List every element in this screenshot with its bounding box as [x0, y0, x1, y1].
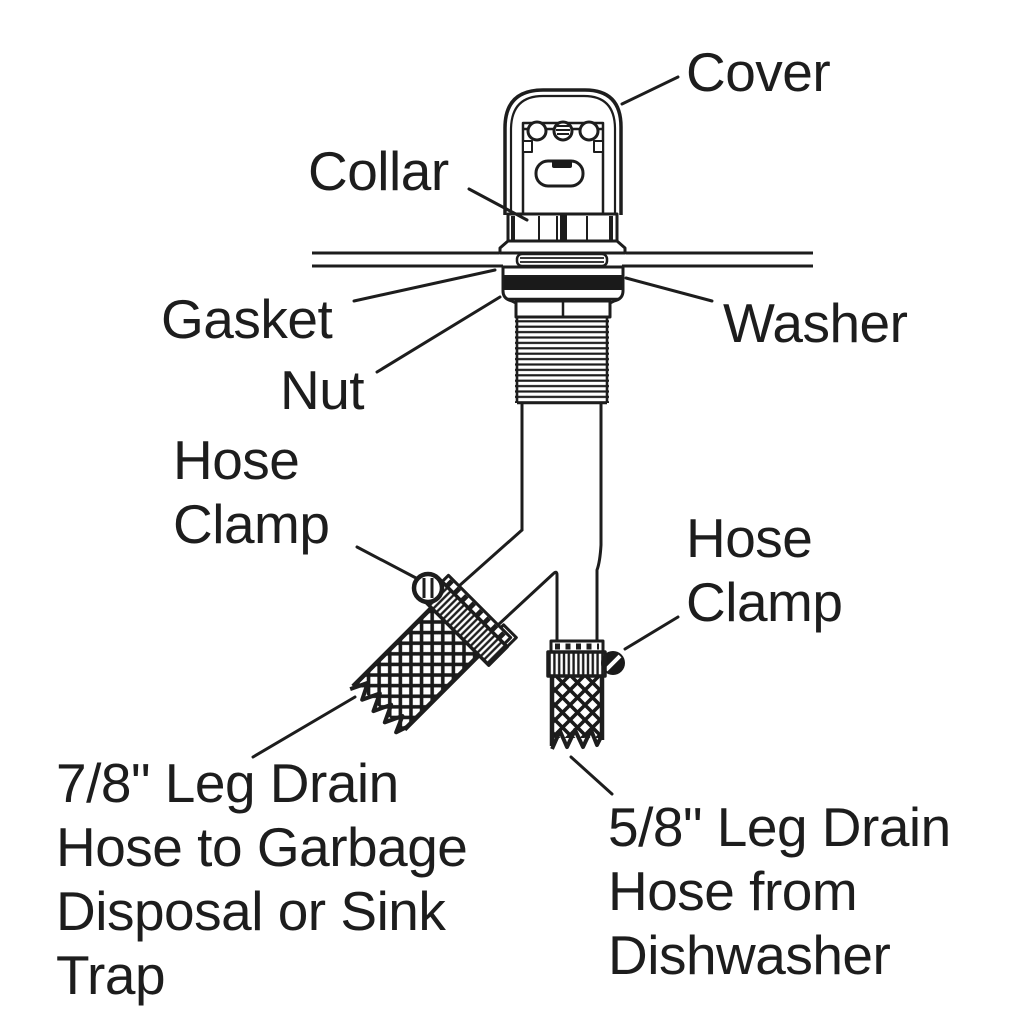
hose-braid-end — [550, 728, 604, 750]
label-collar: Collar — [308, 140, 449, 202]
label-hose-clamp-right: Hose Clamp — [686, 507, 843, 633]
countertop-lines — [312, 251, 813, 268]
leader-hose-clamp-right — [623, 615, 680, 651]
cover-vent-stripes — [556, 125, 570, 135]
leader-leg-58 — [569, 755, 614, 796]
leader-lines — [251, 75, 714, 796]
hose-clamp-right-part — [546, 639, 625, 750]
leader-hose-clamp-left — [355, 545, 418, 580]
label-nut: Nut — [280, 359, 365, 421]
leader-cover — [620, 75, 680, 106]
leader-leg-78 — [251, 695, 357, 759]
label-gasket: Gasket — [161, 288, 333, 350]
hose-clamp-left-part — [349, 573, 518, 735]
leader-gasket — [352, 268, 497, 303]
label-leg-drain-58: 5/8" Leg Drain Hose from Dishwasher — [608, 796, 951, 986]
label-washer: Washer — [723, 292, 908, 354]
leader-nut — [375, 295, 502, 374]
collar-part — [498, 212, 627, 255]
washer-nut-mount — [501, 265, 625, 319]
collar-ribs — [511, 215, 613, 240]
hose-braid-end — [349, 680, 409, 735]
gasket-part — [515, 252, 609, 268]
leader-washer — [624, 276, 714, 303]
pipe-body — [457, 401, 603, 648]
label-leg-drain-78: 7/8" Leg Drain Hose to Garbage Disposal … — [56, 752, 468, 1006]
hose-clamp-left-screw — [411, 571, 445, 605]
cover-part — [503, 88, 623, 215]
label-cover: Cover — [686, 41, 831, 103]
threaded-shank — [515, 318, 609, 405]
leader-collar — [467, 187, 529, 222]
washer-band — [504, 277, 622, 290]
label-hose-clamp-left: Hose Clamp — [173, 429, 330, 555]
braided-hose-58 — [552, 676, 602, 738]
braided-hose-78 — [355, 607, 479, 731]
